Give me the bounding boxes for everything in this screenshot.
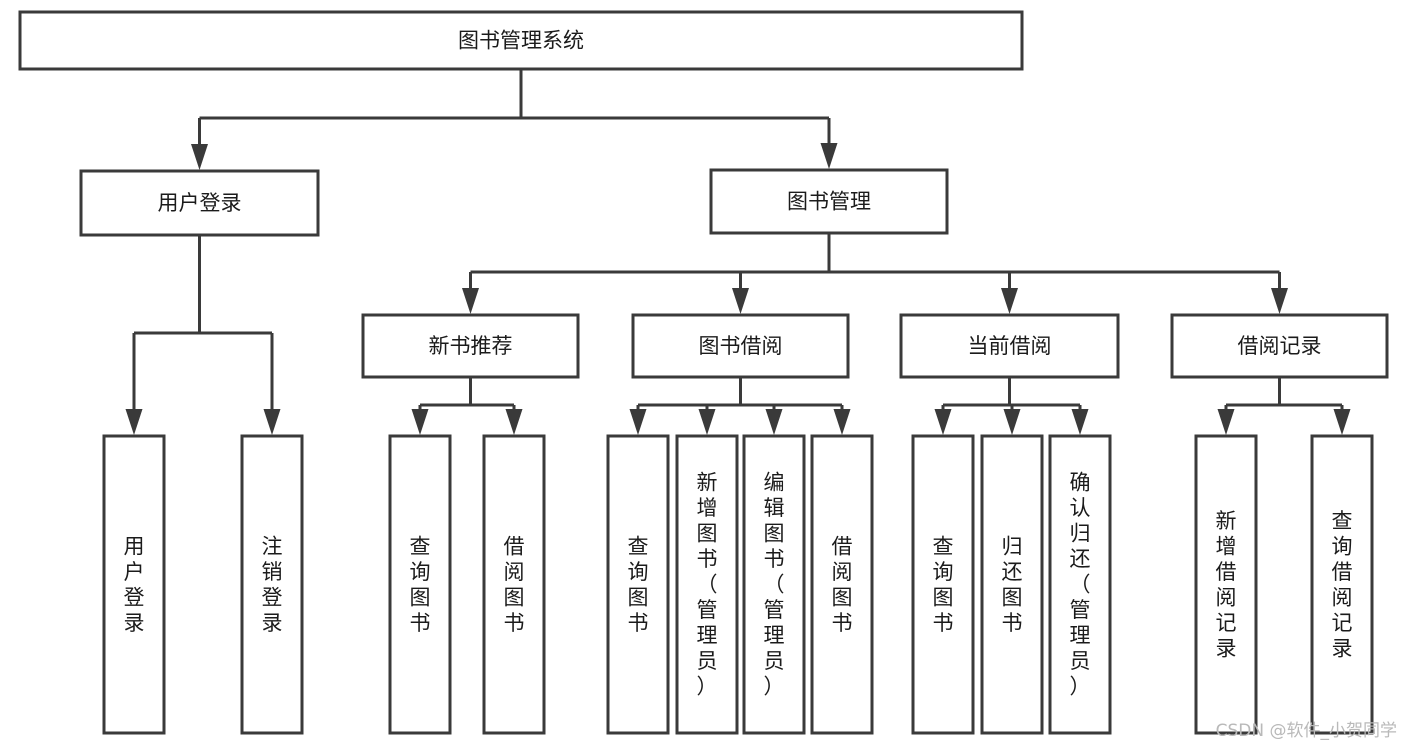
node-current-borrow[interactable]: 当前借阅	[899, 313, 1120, 379]
connector-group-bus-root	[191, 69, 838, 170]
node-label: 新增图书（管理员）	[697, 471, 718, 699]
node-leaf-add-record[interactable]: 新增借阅记录	[1194, 434, 1258, 735]
node-user-login[interactable]: 用户登录	[79, 169, 320, 237]
csdn-watermark: CSDN @软件_小贺同学	[1215, 721, 1397, 741]
node-label: 查询图书	[410, 534, 431, 635]
node-label: 查询图书	[933, 534, 954, 635]
node-root[interactable]: 图书管理系统	[18, 10, 1024, 71]
node-label: 确认归还（管理员）	[1070, 471, 1091, 699]
node-label: 用户登录	[124, 534, 145, 635]
node-leaf-query-book-1[interactable]: 查询图书	[388, 434, 452, 735]
node-book-borrow[interactable]: 图书借阅	[631, 313, 850, 379]
node-book-manage[interactable]: 图书管理	[709, 168, 949, 235]
node-leaf-return-book[interactable]: 归还图书	[980, 434, 1044, 735]
node-layer: 图书管理系统用户登录图书管理新书推荐图书借阅当前借阅借阅记录用户登录注销登录查询…	[18, 10, 1389, 735]
node-leaf-borrow-book-1[interactable]: 借阅图书	[482, 434, 546, 735]
node-label: 查询图书	[628, 534, 649, 635]
connector-group-bus-new-book-rec	[411, 377, 523, 435]
node-leaf-borrow-book-2[interactable]: 借阅图书	[810, 434, 874, 735]
node-leaf-query-book-2[interactable]: 查询图书	[606, 434, 670, 735]
node-label: 新书推荐	[429, 334, 513, 358]
node-label: 借阅图书	[504, 534, 525, 635]
connector-group-bus-borrow-record	[1217, 377, 1351, 435]
node-new-book-rec[interactable]: 新书推荐	[361, 313, 580, 379]
node-leaf-query-record[interactable]: 查询借阅记录	[1310, 434, 1374, 735]
node-label: 当前借阅	[968, 334, 1052, 358]
node-label: 图书管理系统	[458, 29, 584, 53]
node-label: 借阅图书	[832, 534, 853, 635]
node-label: 图书借阅	[699, 334, 783, 358]
node-label: 归还图书	[1002, 534, 1023, 635]
node-label: 查询借阅记录	[1332, 509, 1353, 661]
node-label: 图书管理	[787, 190, 871, 214]
node-label: 用户登录	[158, 191, 242, 215]
node-label: 借阅记录	[1238, 334, 1322, 358]
node-leaf-logout[interactable]: 注销登录	[240, 434, 304, 735]
connector-group-bus-current-borrow	[934, 377, 1089, 435]
connector-group-bus-book-borrow	[629, 377, 851, 435]
node-label: 注销登录	[262, 534, 283, 635]
connector-layer	[125, 69, 1351, 435]
node-borrow-record[interactable]: 借阅记录	[1170, 313, 1389, 379]
node-leaf-edit-book[interactable]: 编辑图书（管理员）	[742, 434, 806, 735]
node-leaf-confirm-return[interactable]: 确认归还（管理员）	[1048, 434, 1112, 735]
connector-group-bus-book-manage	[462, 233, 1288, 314]
connector-group-bus-user-login	[125, 235, 281, 435]
node-leaf-add-book[interactable]: 新增图书（管理员）	[675, 434, 739, 735]
node-leaf-user-login[interactable]: 用户登录	[102, 434, 166, 735]
node-label: 编辑图书（管理员）	[764, 471, 785, 699]
node-leaf-query-book-3[interactable]: 查询图书	[911, 434, 975, 735]
node-label: 新增借阅记录	[1216, 509, 1237, 661]
